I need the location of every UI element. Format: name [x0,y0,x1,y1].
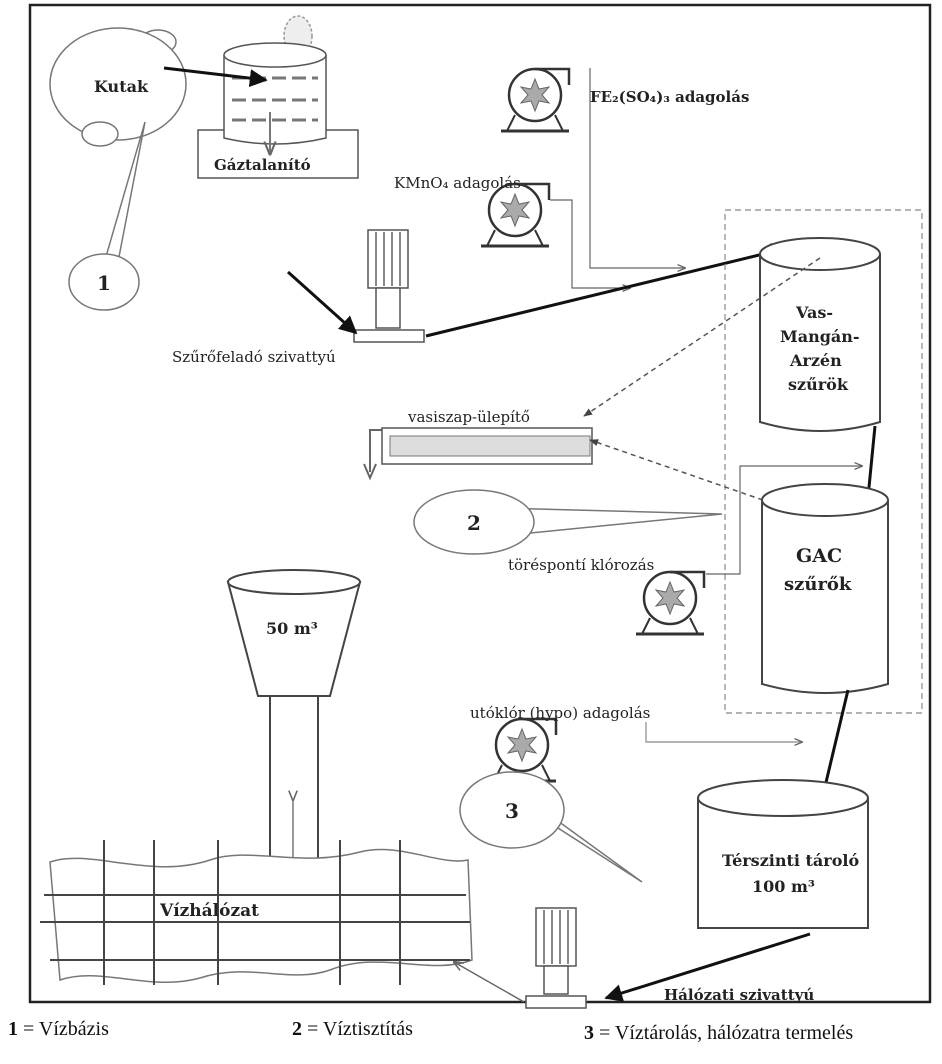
callout-2-number: 2 [467,511,481,535]
sludge-settler: vasiszap-ülepítő [363,408,593,481]
filter-feed-pump-icon [353,229,425,343]
filter-vas-mangan-arzen: Vas- Mangán- Arzén szűrök [759,237,881,432]
label-vizhalozat: Vízhálózat [159,901,259,921]
legend-2: 2 = Víztisztítás [292,1018,413,1040]
legend-1: 1 = Vízbázis [8,1018,109,1040]
label-szurofelado: Szűrőfeladó szivattyú [172,348,336,366]
label-terszinti-1: Térszinti tároló [722,851,859,870]
callout-2: 2 [413,489,723,555]
pump-toresponti-icon [634,570,706,636]
label-terszinti-2: 100 m³ [752,877,815,896]
label-halozati: Hálózati szivattyú [664,986,814,1004]
label-kmno4-adagolas: KMnO₄ adagolás [394,174,521,192]
outer-frame [28,3,932,1004]
pump-utoklor-icon [486,717,558,783]
label-gac-2: szűrők [784,574,852,595]
network-pump-icon [525,907,587,1009]
label-utoklor: utóklór (hypo) adagolás [470,704,650,722]
label-vas-2: Mangán- [780,327,860,346]
elevated-tank: 50 m³ [226,569,362,893]
label-vas-1: Vas- [795,303,833,322]
water-network: Vízhálózat [40,840,473,985]
filter-gac: GAC szűrők [761,483,889,694]
pump-fe-icon [499,67,571,133]
callout-1: 1 [68,121,146,311]
label-kutak: Kutak [94,77,149,96]
callout-3: 3 [459,771,643,883]
treatment-boundary [724,209,923,714]
label-vasiszap: vasiszap-ülepítő [407,408,530,426]
label-vas-3: Arzén [789,351,842,370]
degasser: Gáztalanító [197,15,359,179]
label-gac-1: GAC [796,545,842,567]
wells-kutak: Kutak [49,27,187,147]
pump-kmno4-icon [479,182,551,248]
label-vas-4: szűrök [788,375,849,394]
ground-storage-tank: Térszinti tároló 100 m³ [697,779,869,929]
legend-3: 3 = Víztárolás, hálózatra termelés [584,1022,854,1044]
label-tank-50: 50 m³ [266,619,318,638]
callout-1-number: 1 [97,271,111,295]
label-gaztalanito: Gáztalanító [214,156,311,174]
label-toresponti: töréspontí klórozás [508,556,654,574]
label-fe-adagolas: FE₂(SO₄)₃ adagolás [590,88,749,106]
callout-3-number: 3 [505,799,519,823]
